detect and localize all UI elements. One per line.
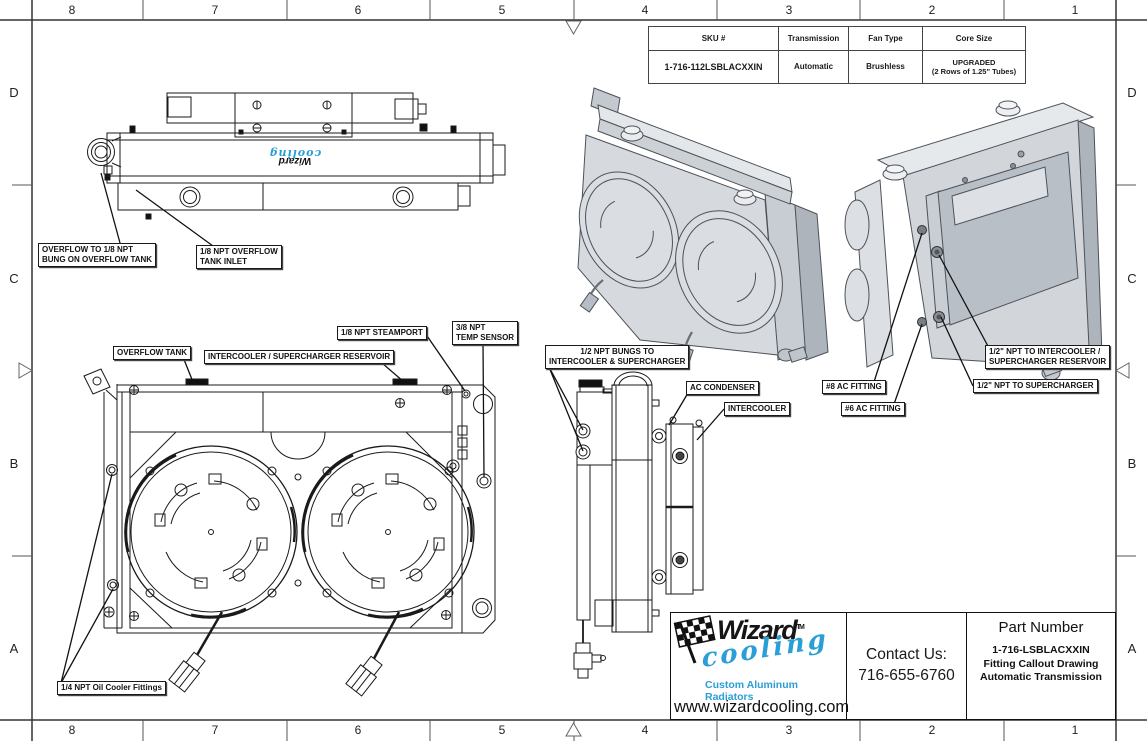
brand-website: www.wizardcooling.com [674, 698, 850, 716]
border-top-number: 7 [211, 3, 219, 17]
callout-ac-fitting-6: #6 AC FITTING [841, 402, 905, 416]
callout-npt-to-supercharger: 1/2" NPT TO SUPERCHARGER [973, 379, 1098, 393]
contact-label: Contact Us: [866, 646, 947, 664]
callout-overflow-to-bung: OVERFLOW TO 1/8 NPT BUNG ON OVERFLOW TAN… [38, 243, 157, 267]
title-block: WizardTM cooling Custom Aluminum Radiato… [670, 612, 1116, 720]
border-left-letter: B [9, 456, 19, 471]
callout-intercooler: INTERCOOLER [724, 402, 791, 416]
border-top-number: 3 [785, 3, 793, 17]
callout-ac-fitting-8: #8 AC FITTING [822, 380, 886, 394]
title-block-logo-cell: WizardTM cooling Custom Aluminum Radiato… [671, 613, 850, 719]
iso-front-view [577, 87, 829, 368]
front-view-drawing [83, 368, 496, 697]
callout-npt-to-intercooler-reservoir: 1/2" NPT TO INTERCOOLER / SUPERCHARGER R… [985, 345, 1111, 369]
brand-tagline: Custom Aluminum Radiators [705, 679, 798, 703]
spec-value-fan-type: Brushless [849, 51, 923, 83]
border-right-letter: D [1127, 85, 1137, 100]
border-top-number: 5 [498, 3, 506, 17]
ruler-ticks [12, 0, 1136, 741]
callout-ac-condenser: AC CONDENSER [686, 381, 759, 395]
border-top-number: 6 [354, 3, 362, 17]
border-bottom-number: 2 [928, 723, 936, 737]
checkered-flag-icon [673, 615, 716, 664]
title-block-contact-cell: Contact Us: 716-655-6760 [847, 613, 967, 719]
iso-back-view [844, 100, 1103, 381]
part-number-header: Part Number [998, 619, 1084, 636]
spec-table: SKU # Transmission Fan Type Core Size 1-… [648, 26, 1026, 84]
border-bottom-number: 6 [354, 723, 362, 737]
part-number: 1-716-LSBLACXXIN [992, 644, 1090, 656]
border-left-letter: A [9, 641, 19, 656]
drawing-brand-script: cooling [268, 147, 322, 160]
title-block-part-cell: Part Number 1-716-LSBLACXXIN Fitting Cal… [967, 613, 1115, 719]
border-bottom-number: 1 [1071, 723, 1079, 737]
border-top-number: 2 [928, 3, 936, 17]
border-top-number: 1 [1071, 3, 1079, 17]
border-bottom-number: 4 [641, 723, 649, 737]
border-bottom-number: 8 [68, 723, 76, 737]
spec-value-core-size: UPGRADED (2 Rows of 1.25" Tubes) [923, 51, 1025, 83]
callout-steamport: 1/8 NPT STEAMPORT [337, 326, 427, 340]
callout-oil-cooler-fittings: 1/4 NPT Oil Cooler Fittings [57, 681, 166, 695]
callout-overflow-tank-inlet: 1/8 NPT OVERFLOW TANK INLET [196, 245, 282, 269]
border-right-letter: B [1127, 456, 1137, 471]
trademark-symbol: TM [796, 624, 805, 631]
spec-header-fan-type: Fan Type [849, 27, 923, 51]
drawing-brand-mark: Wizard cooling [259, 139, 331, 166]
border-left-letter: C [9, 271, 19, 286]
core-size-line2: (2 Rows of 1.25" Tubes) [931, 67, 1017, 76]
spec-value-sku: 1-716-112LSBLACXXIN [649, 51, 779, 83]
border-right-letter: C [1127, 271, 1137, 286]
spec-header-transmission: Transmission [779, 27, 849, 51]
contact-phone: 716-655-6760 [858, 667, 955, 684]
border-right-letter: A [1127, 641, 1137, 656]
callout-overflow-tank: OVERFLOW TANK [113, 346, 192, 360]
border-top-number: 4 [641, 3, 649, 17]
callout-npt-bungs: 1/2 NPT BUNGS TO INTERCOOLER & SUPERCHAR… [545, 345, 690, 369]
callout-intercooler-supercharger-reservoir: INTERCOOLER / SUPERCHARGER RESERVOIR [204, 350, 395, 364]
callout-temp-sensor: 3/8 NPT TEMP SENSOR [452, 321, 519, 345]
spec-header-sku: SKU # [649, 27, 779, 51]
part-transmission: Automatic Transmission [980, 671, 1102, 684]
spec-value-transmission: Automatic [779, 51, 849, 83]
center-fold-marks [18, 20, 1130, 737]
border-top-number: 8 [68, 3, 76, 17]
border-bottom-number: 7 [211, 723, 219, 737]
top-view-drawing [87, 92, 506, 220]
brand-name: WizardTM [717, 615, 805, 645]
part-drawing-type: Fitting Callout Drawing [983, 657, 1099, 670]
side-view-drawing [573, 371, 704, 679]
core-size-line1: UPGRADED [952, 58, 996, 67]
spec-header-core-size: Core Size [923, 27, 1025, 51]
border-left-letter: D [9, 85, 19, 100]
border-bottom-number: 5 [498, 723, 506, 737]
border-bottom-number: 3 [785, 723, 793, 737]
